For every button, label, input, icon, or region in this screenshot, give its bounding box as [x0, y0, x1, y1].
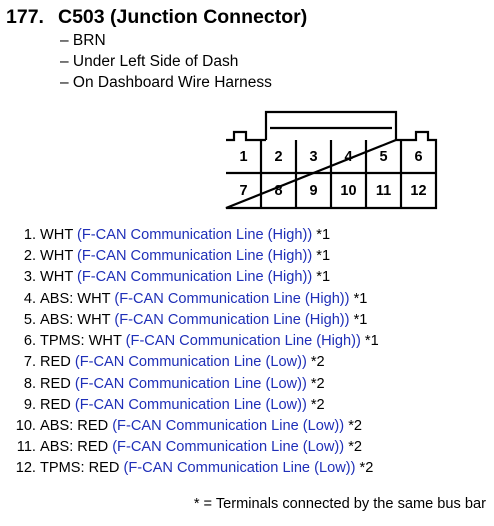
page-title: 177. C503 (Junction Connector) — [6, 6, 307, 29]
connector-title: C503 (Junction Connector) — [58, 6, 308, 28]
connector-face-diagram: 1 2 3 4 5 6 7 8 9 10 11 12 — [225, 110, 438, 210]
list-item: 6.TPMS: WHT (F-CAN Communication Line (H… — [23, 333, 379, 349]
list-item: 1.WHT (F-CAN Communication Line (High)) … — [23, 227, 331, 243]
detail-location: – Under Left Side of Dash — [60, 53, 239, 70]
terminal-11-label: 11 — [376, 183, 391, 199]
terminal-7-label: 7 — [239, 183, 247, 199]
list-item: 10.ABS: RED (F-CAN Communication Line (L… — [15, 418, 362, 434]
terminal-12-label: 12 — [410, 183, 426, 199]
terminal-4-label: 4 — [344, 149, 352, 165]
terminal-2-label: 2 — [274, 149, 282, 165]
terminal-6-label: 6 — [414, 149, 422, 165]
terminal-5-label: 5 — [379, 149, 387, 165]
detail-color: – BRN — [60, 32, 106, 49]
terminal-1-label: 1 — [239, 149, 247, 165]
terminal-3-label: 3 — [309, 149, 317, 165]
list-item: 3.WHT (F-CAN Communication Line (High)) … — [23, 269, 331, 285]
list-item: 12.TPMS: RED (F-CAN Communication Line (… — [15, 460, 374, 476]
terminal-10-label: 10 — [340, 183, 356, 199]
list-item: 4.ABS: WHT (F-CAN Communication Line (Hi… — [23, 291, 368, 307]
detail-harness: – On Dashboard Wire Harness — [60, 74, 272, 91]
list-item: 2.WHT (F-CAN Communication Line (High)) … — [23, 248, 331, 264]
terminal-8-label: 8 — [274, 183, 282, 199]
footnote: * = Terminals connected by the same bus … — [193, 496, 486, 512]
section-number: 177. — [6, 6, 44, 28]
list-item: 7.RED (F-CAN Communication Line (Low)) *… — [23, 354, 325, 370]
terminal-9-label: 9 — [309, 183, 317, 199]
list-item: 5.ABS: WHT (F-CAN Communication Line (Hi… — [23, 312, 368, 328]
list-item: 11.ABS: RED (F-CAN Communication Line (L… — [16, 439, 362, 455]
list-item: 8.RED (F-CAN Communication Line (Low)) *… — [23, 376, 325, 392]
list-item: 9.RED (F-CAN Communication Line (Low)) *… — [23, 397, 325, 413]
